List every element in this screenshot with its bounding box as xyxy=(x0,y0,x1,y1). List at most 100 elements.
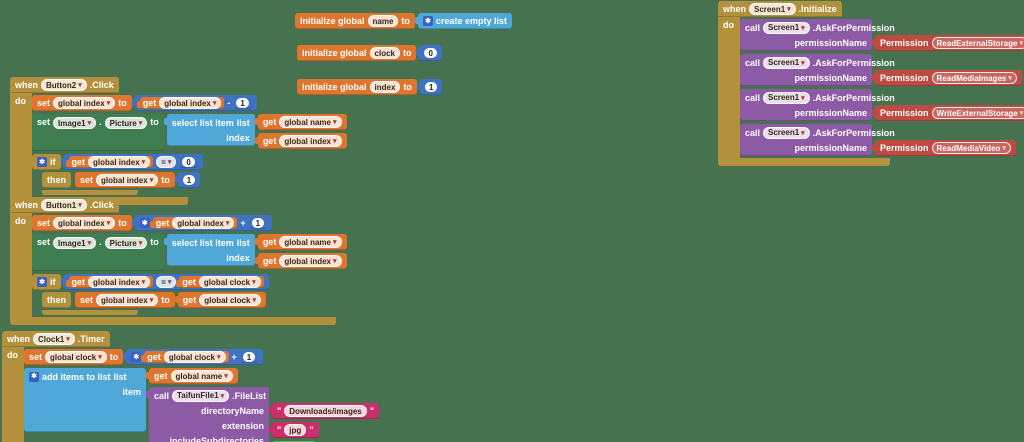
when-button2-header[interactable]: when Button2 .Click xyxy=(10,77,119,93)
call-ask-for-permission-block[interactable]: call Screen1 .AskForPermission permissio… xyxy=(740,19,895,51)
when-button1-header[interactable]: when Button1 .Click xyxy=(10,197,119,213)
permission-block[interactable]: Permission ReadExternalStorage xyxy=(872,35,1024,51)
property-dropdown[interactable]: Picture xyxy=(104,237,148,249)
variable-dropdown[interactable]: global index xyxy=(279,255,342,267)
number-block[interactable]: 1 xyxy=(416,79,443,95)
variable-dropdown[interactable]: global name xyxy=(279,236,342,248)
set-variable-block[interactable]: set global index to xyxy=(75,172,175,188)
get-variable-block[interactable]: get global index xyxy=(254,253,347,269)
number-block[interactable]: 1 xyxy=(174,172,201,188)
compare-block[interactable]: get global index = 0 xyxy=(60,154,203,170)
mutator-icon[interactable]: ✱ xyxy=(29,371,39,382)
select-list-item-block[interactable]: select list item list index xyxy=(163,114,255,146)
variable-dropdown[interactable]: global index xyxy=(279,135,342,147)
when-screen1-header[interactable]: when Screen1 .Initialize xyxy=(718,1,842,17)
permission-block[interactable]: Permission ReadMediaImages xyxy=(872,70,1022,86)
text-field[interactable]: Downloads/images xyxy=(284,405,367,417)
component-dropdown[interactable]: Screen1 xyxy=(763,91,810,104)
number-field[interactable]: 1 xyxy=(424,82,438,92)
mutator-icon[interactable]: ✱ xyxy=(37,157,47,167)
get-variable-block[interactable]: get global name xyxy=(254,234,347,250)
global-name-field[interactable]: name xyxy=(367,15,399,27)
select-list-item-block[interactable]: select list item list index xyxy=(163,234,255,266)
variable-dropdown[interactable]: global index xyxy=(96,294,159,306)
set-component-property-block[interactable]: set Image1 . Picture to xyxy=(32,114,164,151)
component-dropdown[interactable]: TaifunFile1 xyxy=(172,389,230,402)
if-block[interactable]: ✱ if xyxy=(32,154,61,170)
component-dropdown[interactable]: Screen1 xyxy=(763,21,810,34)
math-subtract-block[interactable]: get global index - 1 xyxy=(131,95,257,111)
mutator-icon[interactable]: ✱ xyxy=(131,352,142,362)
operator-dropdown[interactable]: = xyxy=(156,276,177,288)
set-variable-block[interactable]: set global index to xyxy=(32,215,132,231)
permission-dropdown[interactable]: WriteExternalStorage xyxy=(931,107,1024,119)
call-ask-for-permission-block[interactable]: call Screen1 .AskForPermission permissio… xyxy=(740,89,895,121)
get-variable-block[interactable]: get global index xyxy=(254,133,347,149)
component-dropdown[interactable]: Screen1 xyxy=(763,126,810,139)
variable-dropdown[interactable]: global clock xyxy=(198,276,261,288)
init-global-name-block[interactable]: initialize global name to xyxy=(295,13,415,29)
variable-dropdown[interactable]: global index xyxy=(53,217,116,229)
init-global-clock-block[interactable]: initialize global clock to xyxy=(297,45,417,61)
variable-dropdown[interactable]: global index xyxy=(88,276,151,288)
create-empty-list-block[interactable]: ✱ create empty list xyxy=(414,13,512,29)
get-variable-block[interactable]: get global name xyxy=(146,368,238,384)
permission-block[interactable]: Permission ReadMediaVideo xyxy=(872,140,1016,156)
text-string-block[interactable]: " jpg " xyxy=(269,422,319,438)
number-field[interactable]: 0 xyxy=(424,48,437,58)
get-variable-block[interactable]: get global clock xyxy=(174,292,266,308)
number-block[interactable]: 0 xyxy=(176,156,198,168)
permission-block[interactable]: Permission WriteExternalStorage xyxy=(871,105,1024,121)
permission-dropdown[interactable]: ReadMediaVideo xyxy=(931,142,1011,154)
mutator-icon[interactable]: ✱ xyxy=(422,16,433,26)
get-variable-block[interactable]: get global clock xyxy=(176,276,264,288)
get-variable-block[interactable]: get global name xyxy=(254,114,347,130)
global-index-field[interactable]: index xyxy=(369,81,401,93)
component-dropdown[interactable]: Image1 xyxy=(53,117,97,129)
get-variable-block[interactable]: get global clock xyxy=(141,351,229,363)
set-variable-block[interactable]: set global index to xyxy=(75,292,175,308)
text-field[interactable]: jpg xyxy=(284,424,307,436)
set-component-property-block[interactable]: set Image1 . Picture to xyxy=(32,234,164,271)
when-clock1-header[interactable]: when Clock1 .Timer xyxy=(2,331,110,347)
component-dropdown[interactable]: Button1 xyxy=(41,199,87,211)
if-block[interactable]: ✱ if xyxy=(32,274,61,290)
mutator-icon[interactable]: ✱ xyxy=(37,277,47,287)
mutator-icon[interactable]: ✱ xyxy=(139,218,150,228)
call-ask-for-permission-block[interactable]: call Screen1 .AskForPermission permissio… xyxy=(740,54,895,86)
number-field[interactable]: 1 xyxy=(242,352,256,362)
operator-dropdown[interactable]: = xyxy=(156,156,177,168)
set-variable-block[interactable]: set global clock to xyxy=(24,349,124,365)
compare-block[interactable]: get global index = get global clock xyxy=(60,274,269,290)
math-add-block[interactable]: ✱ get global index + 1 xyxy=(131,215,273,231)
call-filelist-block[interactable]: call TaifunFile1 .FileList directoryName… xyxy=(146,387,269,442)
property-dropdown[interactable]: Picture xyxy=(104,117,148,129)
text-string-block[interactable]: " Downloads/images " xyxy=(268,403,380,419)
variable-dropdown[interactable]: global name xyxy=(279,116,342,128)
variable-dropdown[interactable]: global clock xyxy=(163,351,226,363)
init-global-index-block[interactable]: initialize global index to xyxy=(297,79,417,95)
global-clock-field[interactable]: clock xyxy=(369,47,400,59)
permission-dropdown[interactable]: ReadMediaImages xyxy=(931,72,1017,84)
math-add-block[interactable]: ✱ get global clock + 1 xyxy=(123,349,264,365)
permission-dropdown[interactable]: ReadExternalStorage xyxy=(931,37,1024,49)
call-ask-for-permission-block[interactable]: call Screen1 .AskForPermission permissio… xyxy=(740,124,895,156)
component-dropdown[interactable]: Button2 xyxy=(41,79,87,91)
get-variable-block[interactable]: get global index xyxy=(136,97,225,109)
number-block[interactable]: 1 xyxy=(245,217,268,229)
number-field[interactable]: 1 xyxy=(236,98,249,108)
component-dropdown[interactable]: Clock1 xyxy=(33,333,75,345)
variable-dropdown[interactable]: global index xyxy=(96,174,159,186)
variable-dropdown[interactable]: global index xyxy=(88,156,151,168)
add-items-to-list-block[interactable]: ✱ add items to list list item xyxy=(24,368,146,432)
number-field[interactable]: 1 xyxy=(251,218,265,228)
get-variable-block[interactable]: get global index xyxy=(65,156,154,168)
number-field[interactable]: 0 xyxy=(182,157,195,167)
variable-dropdown[interactable]: global index xyxy=(53,97,116,109)
number-block[interactable]: 0 xyxy=(416,45,442,61)
number-field[interactable]: 1 xyxy=(182,175,196,185)
number-block[interactable]: 1 xyxy=(236,351,259,363)
variable-dropdown[interactable]: global index xyxy=(172,217,235,229)
get-variable-block[interactable]: get global index xyxy=(65,276,154,288)
